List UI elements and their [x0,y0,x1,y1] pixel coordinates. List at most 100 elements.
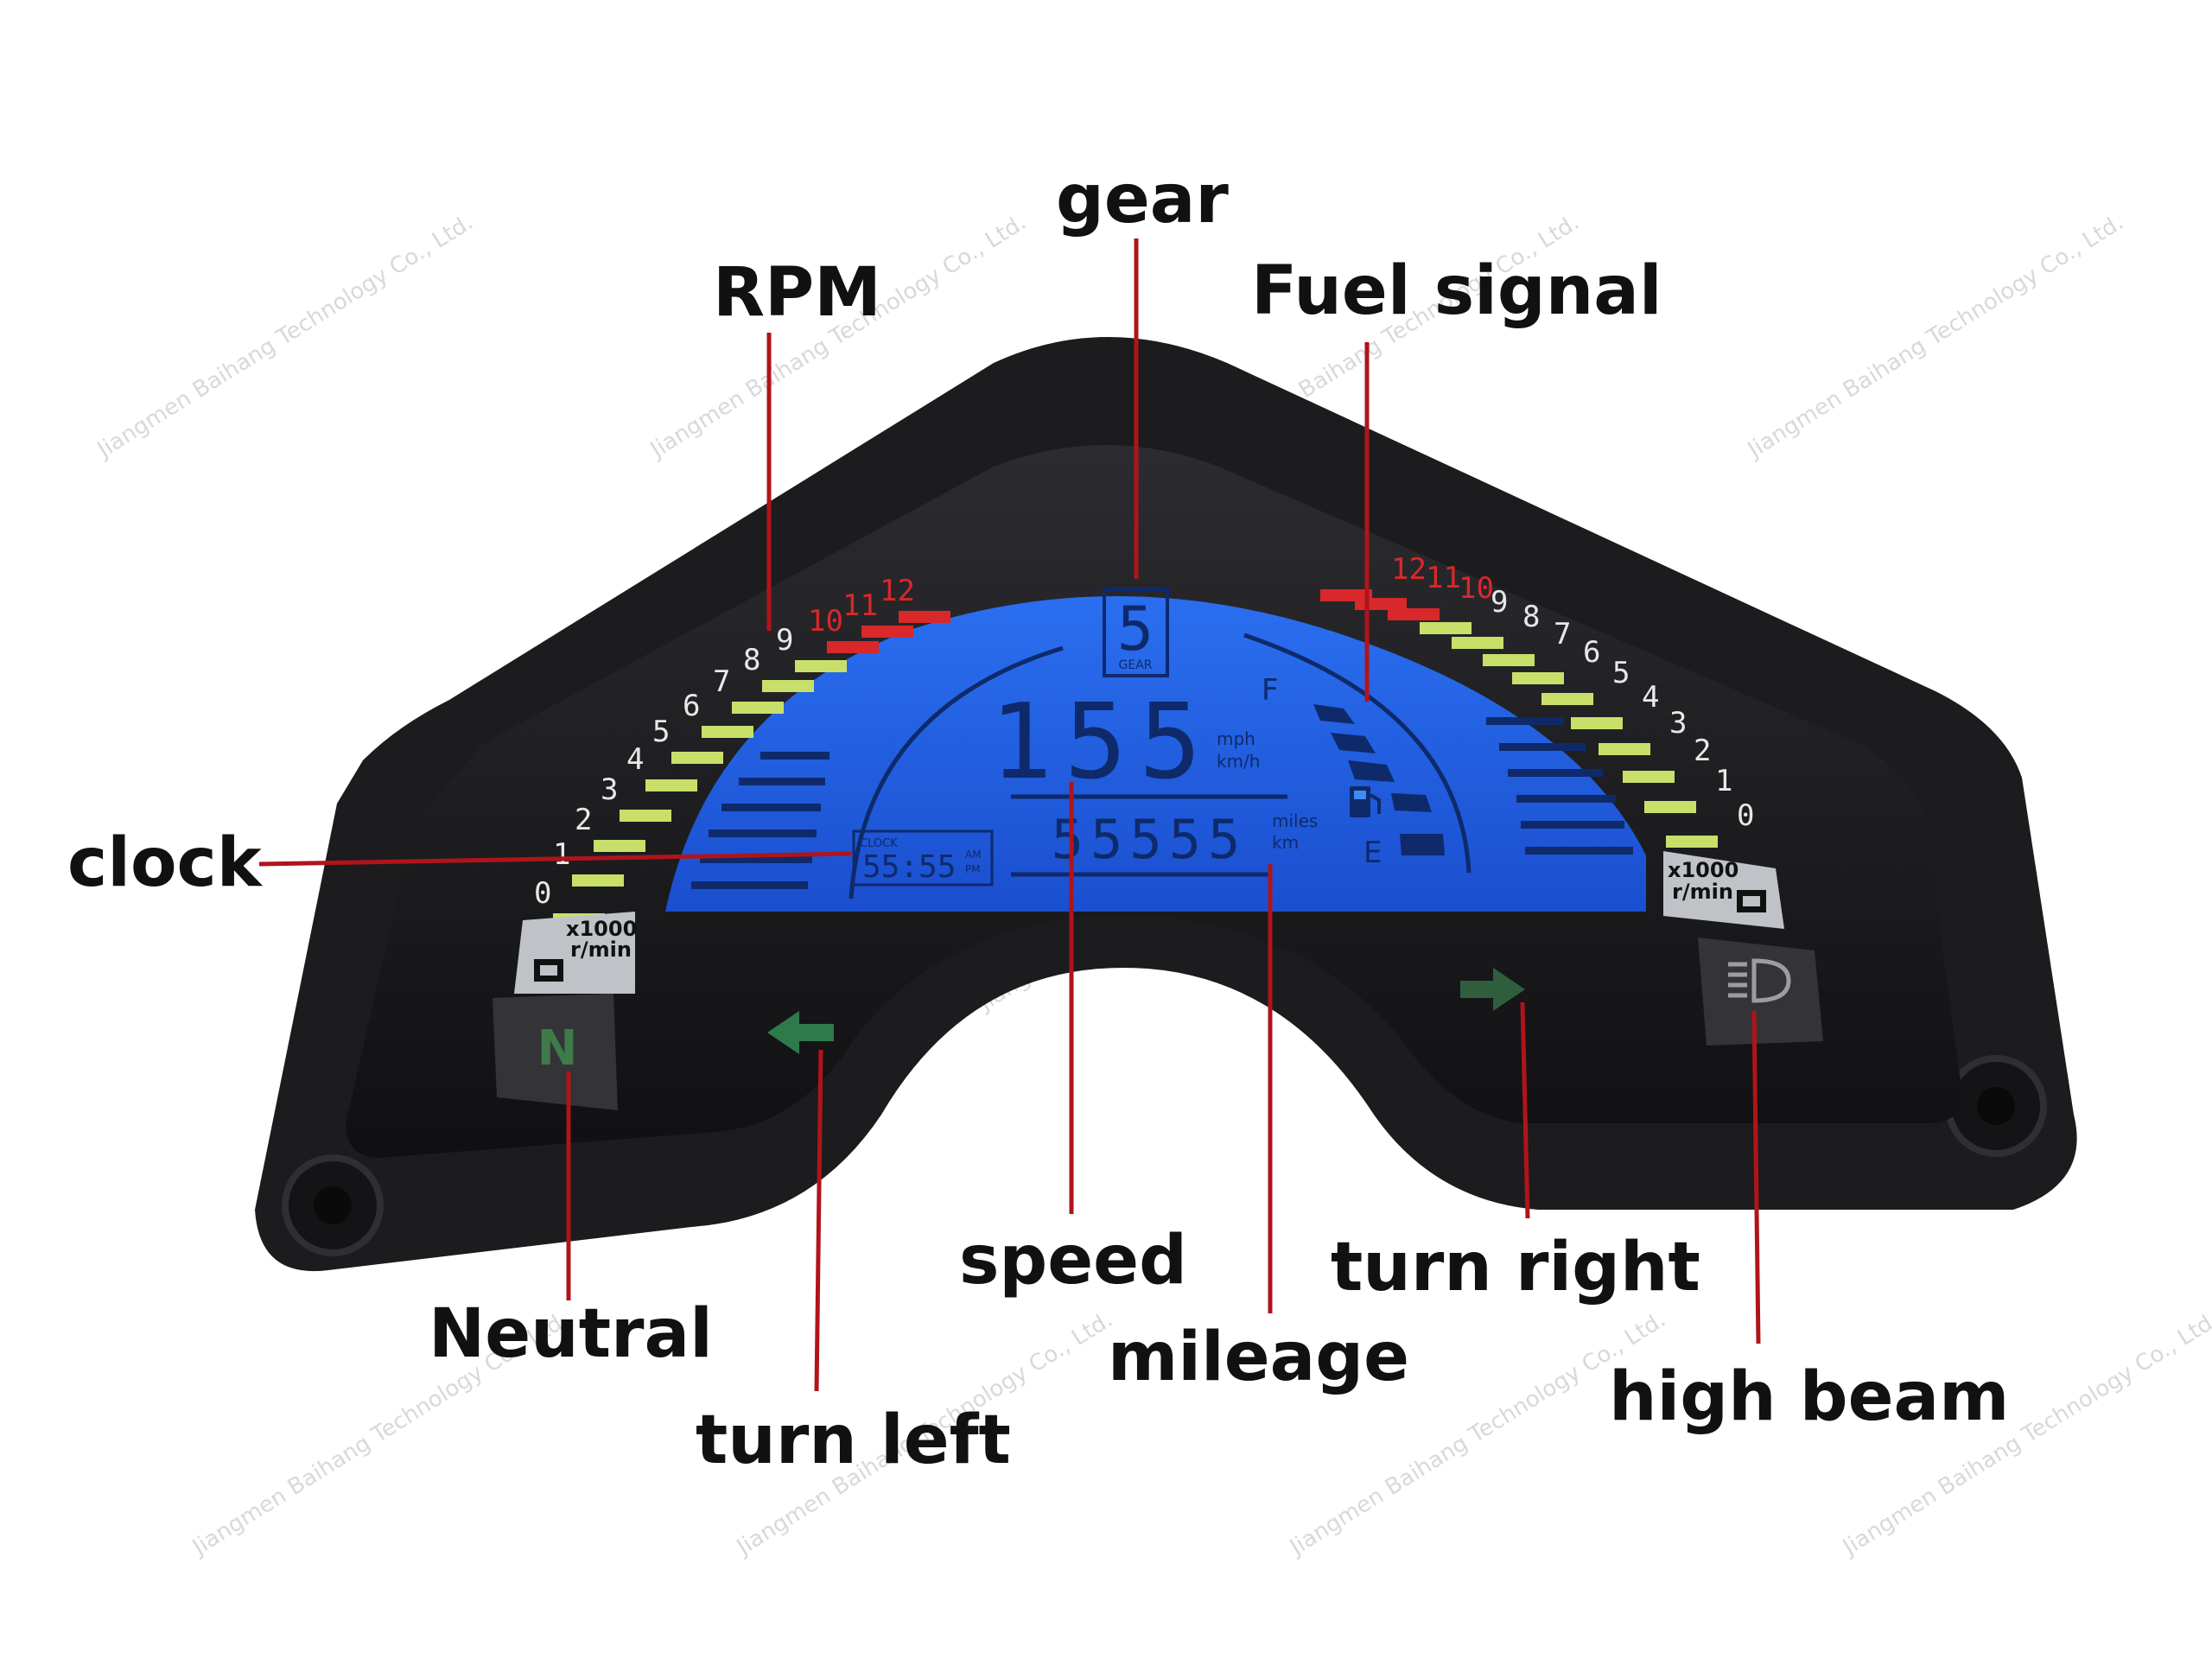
rpm-tick-label: 0 [534,876,551,911]
mount-hole-right-inner [1977,1087,2015,1125]
clock-box [852,830,994,887]
rpm-tick-label: 6 [1583,635,1600,670]
rpm-bar [671,752,723,764]
label-turn-right: turn right [1331,1229,1700,1306]
rpm-tick-label: 11 [842,588,878,623]
fuel-level-bars [1313,704,1445,855]
rpm-unit-rmin: r/min [1672,880,1733,904]
lcd-bar [1525,847,1633,855]
clock-value: 55:55 [862,849,956,885]
label-clock: clock [67,824,262,902]
mount-hole-left-inner [314,1186,352,1224]
gear-caption: GEAR [1119,658,1153,672]
rpm-tick-label: 11 [1426,561,1461,595]
rpm-tick-label: 12 [1391,552,1427,587]
lcd-bar [1499,743,1586,751]
rpm-bar [1666,836,1718,848]
gear-indicator-box [1103,588,1169,677]
rpm-bar [1483,654,1535,666]
rpm-tick-label: 2 [1694,734,1711,768]
lcd-bar [1486,717,1564,725]
lcd-inner-arc [849,645,1064,899]
turn-left-arrow-icon [767,1011,834,1054]
rpm-unit-plate-right: x1000 r/min [1663,851,1784,929]
leader-turn-right [1520,1001,1530,1219]
lcd-bars-right [1486,717,1633,855]
lcd-bar [721,804,821,811]
label-rpm: RPM [713,254,881,332]
rpm-bar [1541,693,1593,705]
rpm-bar [732,702,784,714]
turn-right-arrow-icon [1460,968,1525,1011]
rpm-tick-label: 1 [1715,764,1732,798]
rpm-tick-label: 10 [808,604,843,639]
rpm-tick-label: 9 [1491,585,1508,620]
label-mileage: mileage [1108,1319,1410,1396]
rpm-bar [1452,637,1503,649]
rpm-bar [1644,801,1696,813]
speed-units-mph: mph [1217,728,1255,749]
rpm-tick-label: 12 [880,574,915,608]
rpm-bar [572,874,624,887]
rpm-unit-x1000: x1000 [566,917,637,941]
rpm-tick-label: 2 [575,803,592,837]
rpm-bar [1623,771,1675,783]
rpm-tick-label: 6 [683,689,700,723]
label-gear: gear [1056,161,1229,238]
rpm-bar [762,680,814,692]
rpm-bar [827,641,879,653]
rpm-tick-label: 1 [553,837,570,872]
rpm-bar [1320,589,1372,601]
rpm-tick-label: 8 [743,643,760,677]
fuel-full-mark: F [1262,673,1279,708]
rpm-tick-label: 4 [1642,680,1659,715]
lcd-bars-left [691,752,830,889]
watermark-text: Jiangmen Baihang Technology Co., Ltd. [92,209,478,464]
rpm-tick-label: 9 [776,623,793,658]
odometer-value: 55555 [1052,808,1248,871]
rpm-unit-x1000: x1000 [1668,858,1738,882]
label-fuel-signal: Fuel signal [1251,252,1662,330]
lcd-screen [665,596,1646,912]
neutral-symbol: N [537,1020,578,1077]
rpm-tick-label: 0 [1737,798,1754,833]
speed-units-kmh: km/h [1217,751,1260,772]
rpm-bar [1599,743,1650,755]
lcd-bar [760,752,830,760]
rpm-tick-label: 3 [1669,706,1687,741]
clock-caption: CLOCK [860,837,898,850]
speed-value: 155 [990,683,1214,803]
leader-turn-left [814,1049,823,1392]
lcd-bar [739,778,825,785]
lcd-bar [709,830,817,837]
neutral-lamp-plate [493,994,618,1110]
lcd-bar [691,881,808,889]
watermark-text: Jiangmen Baihang Technology Co., Ltd. [1742,209,2128,464]
fuel-bar [1400,834,1445,855]
odometer-units-km: km [1272,832,1299,853]
rpm-bar [702,726,753,738]
lcd-bar [1521,821,1624,829]
fuel-bar [1313,704,1355,724]
rpm-bar [1388,608,1440,620]
rpm-tick-label: 3 [601,772,618,807]
rpm-bar [594,840,645,852]
rpm-bar [645,779,697,791]
label-speed: speed [959,1222,1187,1300]
clock-am: AM [965,849,982,861]
gear-value: 5 [1117,594,1154,664]
fuel-pump-icon [1350,786,1381,817]
rpm-tick-label: 8 [1522,600,1540,634]
lcd-bar [1508,769,1603,777]
clock-pm: PM [965,863,981,875]
lcd-bar [1516,795,1616,803]
rpm-tick-label: 5 [1612,656,1630,690]
rpm-bar [861,626,913,638]
fuel-bar [1391,793,1432,812]
rpm-tick-label: 4 [626,742,644,777]
rpm-bar [620,810,671,822]
leader-high-beam [1751,1010,1761,1344]
rpm-bar [899,611,950,623]
